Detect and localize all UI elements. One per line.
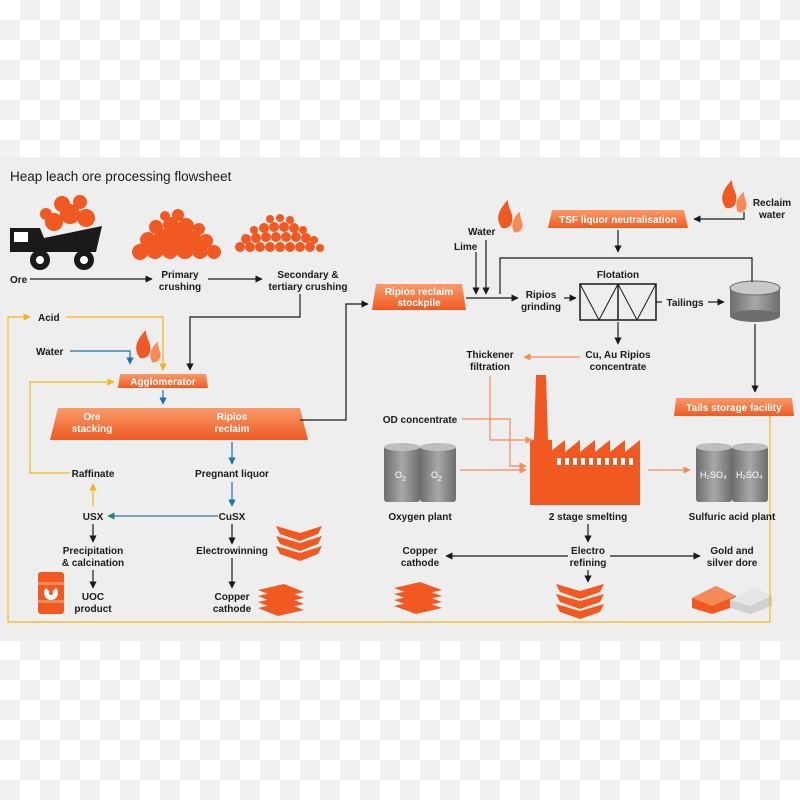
svg-text:reclaim: reclaim — [214, 424, 249, 435]
svg-text:O2: O2 — [395, 470, 406, 483]
label-ore: Ore — [10, 275, 28, 286]
label-water-top: Water — [468, 227, 496, 238]
label-uoc-product: UOC — [82, 592, 104, 603]
label-copper-cathode-left-2: cathode — [213, 604, 252, 615]
svg-text:TSF liquor neutralisation: TSF liquor neutralisation — [559, 215, 677, 226]
label-ripios-grinding: Ripios — [526, 290, 557, 301]
flame-icon — [136, 330, 161, 363]
heap-stacking-box: Ore stacking Ripios reclaim — [50, 408, 308, 440]
svg-text:Ore: Ore — [83, 412, 101, 423]
diagram-title: Heap leach ore processing flowsheet — [10, 169, 232, 184]
label-electro-refining-2: refining — [570, 558, 607, 569]
label-cu-au-concentrate: Cu, Au Ripios — [585, 350, 651, 361]
label-secondary-crushing-2: tertiary crushing — [269, 282, 348, 293]
svg-text:Tails storage facility: Tails storage facility — [686, 403, 782, 414]
svg-text:Ripios: Ripios — [217, 412, 248, 423]
label-thickener-2: filtration — [470, 362, 510, 373]
barrel-icon — [38, 572, 64, 614]
flame-icon — [498, 200, 523, 233]
smelter-icon — [530, 375, 640, 505]
svg-text:Agglomerator: Agglomerator — [130, 377, 196, 388]
label-reclaim-water: Reclaim — [753, 198, 791, 209]
label-copper-cathode-right: Copper — [403, 546, 438, 557]
label-pregnant-liquor: Pregnant liquor — [195, 469, 269, 480]
label-flotation: Flotation — [597, 270, 639, 281]
label-copper-cathode-right-2: cathode — [401, 558, 440, 569]
svg-text:stockpile: stockpile — [397, 298, 441, 309]
label-primary-crushing: Primary — [161, 270, 199, 281]
fine-ore-pile-icon — [235, 214, 324, 252]
svg-text:O2: O2 — [431, 470, 442, 483]
label-lime: Lime — [454, 242, 478, 253]
label-od-concentrate: OD concentrate — [383, 415, 458, 426]
label-precipitation-2: & calcination — [62, 558, 124, 569]
label-cusx: CuSX — [219, 512, 246, 523]
label-ripios-grinding-2: grinding — [521, 302, 561, 313]
flame-icon — [722, 180, 747, 213]
agglomerator-box: Agglomerator — [118, 374, 208, 388]
tsf-neutralisation-box: TSF liquor neutralisation — [548, 210, 688, 228]
svg-text:Ripios reclaim: Ripios reclaim — [385, 287, 453, 298]
svg-text:H₂SO₄: H₂SO₄ — [736, 470, 763, 480]
cathode-stack-icon — [394, 582, 442, 614]
label-cu-au-concentrate-2: concentrate — [590, 362, 647, 373]
diagram-panel — [0, 157, 800, 641]
label-precipitation: Precipitation — [63, 546, 124, 557]
label-uoc-product-2: product — [74, 604, 112, 615]
tank-icon — [729, 280, 781, 322]
ore-pile-icon — [132, 209, 221, 260]
label-sulfuric-acid-plant: Sulfuric acid plant — [689, 512, 776, 523]
label-gold-silver-dore-2: silver dore — [707, 558, 758, 569]
ripios-stockpile-box: Ripios reclaim stockpile — [372, 284, 466, 310]
label-water-left: Water — [36, 347, 64, 358]
cathode-stack-icon — [258, 584, 304, 616]
cathode-stack-icon — [276, 526, 322, 561]
flotation-cells — [579, 283, 657, 322]
label-thickener: Thickener — [466, 350, 513, 361]
label-secondary-crushing: Secondary & — [277, 270, 338, 281]
label-oxygen-plant: Oxygen plant — [388, 512, 452, 523]
gas-cylinder-icon: O2 O2 — [384, 443, 456, 502]
gas-cylinder-icon: H₂SO₄ H₂SO₄ — [696, 443, 768, 502]
truck-icon — [10, 195, 102, 270]
label-two-stage-smelting: 2 stage smelting — [549, 512, 627, 523]
label-gold-silver-dore: Gold and — [710, 546, 753, 557]
label-primary-crushing-2: crushing — [159, 282, 201, 293]
label-acid: Acid — [38, 313, 60, 324]
svg-text:stacking: stacking — [72, 424, 113, 435]
gold-bar-icon — [692, 586, 772, 614]
label-usx: USX — [83, 512, 104, 523]
tails-storage-box: Tails storage facility — [674, 398, 794, 416]
label-reclaim-water-2: water — [758, 210, 785, 221]
label-electrowinning: Electrowinning — [196, 546, 268, 557]
label-copper-cathode-left: Copper — [215, 592, 250, 603]
label-raffinate: Raffinate — [72, 469, 115, 480]
cathode-stack-icon — [556, 584, 604, 619]
label-tailings: Tailings — [666, 298, 703, 309]
svg-text:H₂SO₄: H₂SO₄ — [700, 470, 727, 480]
label-electro-refining: Electro — [571, 546, 605, 557]
